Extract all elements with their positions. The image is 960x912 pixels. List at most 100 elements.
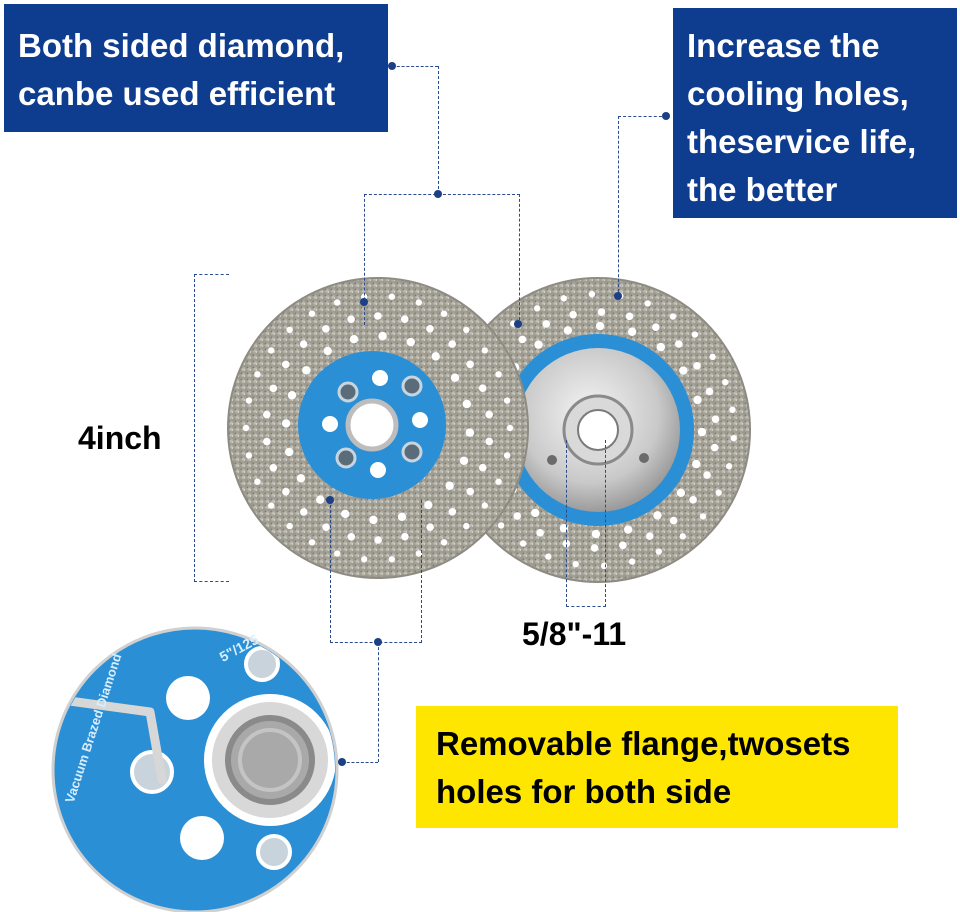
zoom-detail [51, 626, 339, 912]
cooling-hole [440, 310, 448, 317]
cooling-hole [559, 524, 569, 533]
cooling-hole [518, 335, 527, 344]
cooling-hole [308, 310, 316, 317]
cooling-hole [269, 384, 278, 393]
cooling-hole [711, 415, 720, 423]
cooling-hole [400, 315, 409, 324]
cooling-hole [715, 489, 722, 496]
cooling-hole [334, 299, 341, 306]
cooling-hole [506, 424, 514, 432]
leader-dot [614, 292, 622, 300]
cooling-hole [334, 550, 341, 557]
cooling-hole [308, 539, 316, 546]
cooling-hole [322, 325, 330, 333]
cooling-hole [424, 500, 433, 510]
cooling-hole [462, 399, 472, 409]
cooling-hole [378, 331, 387, 341]
cooling-hole [242, 424, 250, 432]
cooling-hole [645, 532, 654, 540]
leader-dot [338, 758, 346, 766]
cooling-hole [450, 373, 460, 382]
cooling-hole [513, 512, 522, 520]
cooling-hole [693, 395, 702, 405]
cooling-hole [485, 437, 493, 446]
cooling-hole [644, 300, 651, 307]
cooling-hole [302, 366, 311, 375]
cooling-hole [729, 406, 736, 413]
leader-dot [374, 638, 382, 646]
cooling-hole [388, 556, 395, 563]
leader-dot [662, 112, 670, 120]
bracket-top [364, 194, 520, 325]
cooling-hole [299, 340, 308, 349]
cooling-hole [361, 556, 368, 563]
callout-both-sided: Both sided diamond, canbe used efficient [4, 4, 388, 132]
cooling-hole [299, 508, 308, 516]
cooling-hole [415, 299, 422, 306]
cooling-hole [676, 488, 686, 498]
cooling-hole [282, 487, 290, 496]
cooling-hole [374, 312, 382, 320]
cooling-hole [569, 310, 577, 319]
callout-removable-flange: Removable flange,twosets holes for both … [416, 706, 898, 828]
cooling-hole [679, 533, 686, 540]
bracket-bottom [330, 500, 422, 643]
cooling-hole [347, 315, 355, 324]
cooling-hole [689, 496, 697, 504]
cooling-hole [709, 353, 716, 361]
cooling-hole [497, 522, 505, 529]
cooling-hole [705, 387, 714, 396]
cooling-hole [722, 379, 729, 386]
cooling-hole [401, 532, 409, 541]
cooling-hole [281, 360, 290, 369]
cooling-hole [478, 463, 487, 472]
cooling-hole [466, 360, 474, 369]
cooling-hole [445, 481, 454, 490]
cooling-hole [459, 456, 469, 465]
cooling-hole [625, 312, 634, 321]
cooling-hole [619, 541, 627, 550]
cooling-hole [710, 443, 719, 452]
cooling-hole [269, 464, 278, 472]
cooling-hole [560, 295, 568, 302]
leader-dot [514, 320, 522, 328]
cooling-hole [478, 384, 487, 392]
cooling-hole [669, 313, 677, 320]
cooling-hole [245, 452, 253, 459]
diameter-bracket [194, 274, 229, 582]
cooling-hole [281, 419, 291, 428]
cooling-hole [519, 540, 527, 547]
cooling-hole [296, 474, 306, 483]
cooling-hole [426, 523, 434, 531]
cooling-hole [503, 452, 511, 459]
cooling-hole [463, 326, 470, 334]
cooling-hole [530, 508, 540, 518]
cooling-hole [595, 321, 605, 331]
cooling-hole [691, 331, 699, 338]
cooling-hole [533, 305, 541, 312]
cooling-hole [448, 507, 457, 516]
cooling-hole [597, 308, 606, 316]
cooling-hole [263, 410, 271, 419]
cooling-hole [448, 340, 457, 348]
cooling-hole [322, 523, 330, 532]
thread-bracket [566, 440, 606, 607]
cooling-hole [349, 334, 359, 344]
thread-label: 5/8"-11 [522, 616, 627, 652]
right-blade [445, 277, 751, 583]
leader-top-right [618, 116, 667, 297]
cooling-hole [388, 293, 395, 300]
cooling-hole [534, 340, 543, 349]
cooling-hole [463, 522, 470, 530]
callout-cooling-holes: Increase the cooling holes, theservice l… [673, 8, 957, 218]
cooling-hole [287, 391, 297, 400]
cooling-hole [730, 434, 737, 442]
cooling-hole [536, 529, 544, 537]
cooling-hole [542, 320, 551, 328]
cooling-hole [656, 342, 666, 352]
leader-bottom [378, 642, 380, 762]
cooling-hole [481, 502, 488, 509]
cooling-hole [254, 478, 261, 485]
cooling-hole [426, 324, 434, 333]
cooling-hole [286, 326, 293, 334]
